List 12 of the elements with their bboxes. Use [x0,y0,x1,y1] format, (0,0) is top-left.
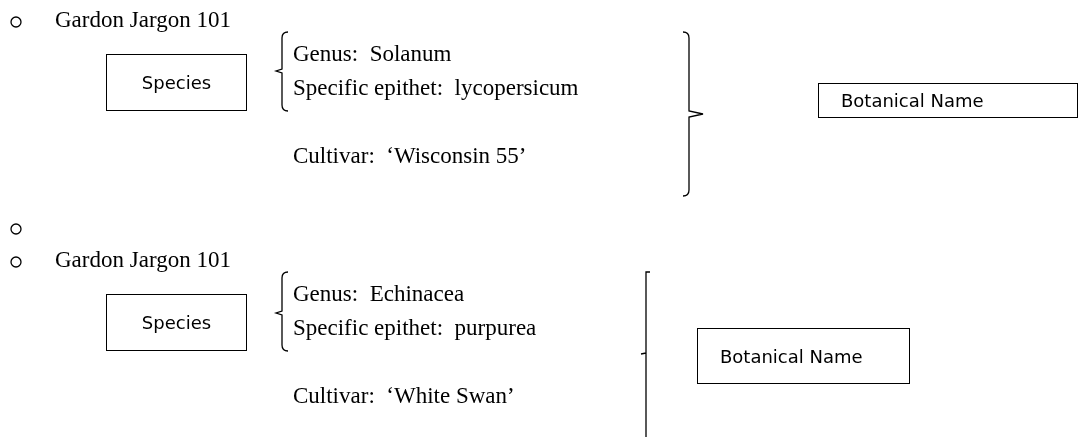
label-box: Botanical Name [697,328,910,384]
label-box: Species [106,294,247,351]
name-part-text: Cultivar: ‘White Swan’ [293,384,515,407]
label-box: Botanical Name [818,83,1078,118]
name-part-text: Specific epithet: lycopersicum [293,76,579,99]
list-item-text: Gardon Jargon 101 [55,248,231,271]
list-item-text: Gardon Jargon 101 [55,8,231,31]
name-part-text: Genus: Solanum [293,42,452,65]
name-part-text: Specific epithet: purpurea [293,316,537,339]
name-part-text: Cultivar: ‘Wisconsin 55’ [293,144,527,167]
label-box: Species [106,54,247,111]
name-part-text: Genus: Echinacea [293,282,465,305]
